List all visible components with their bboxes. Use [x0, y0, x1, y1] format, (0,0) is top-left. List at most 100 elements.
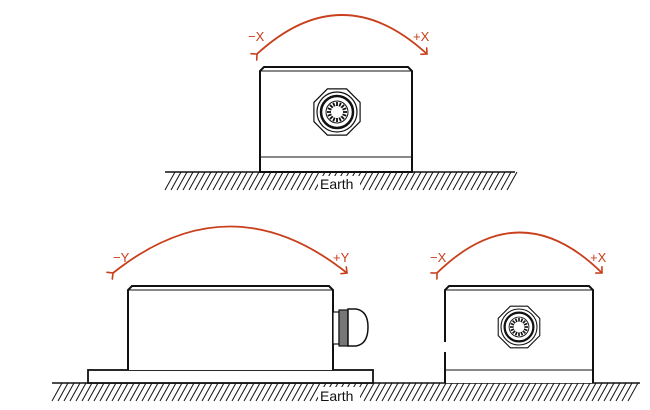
- hatch-line: [260, 171, 272, 191]
- mounting-base: [87, 369, 374, 384]
- rotation-arrow-x-bottom: [437, 231, 602, 274]
- hatch-line: [362, 171, 374, 191]
- hatch-line: [386, 171, 398, 191]
- hatch-line: [69, 382, 81, 402]
- rotation-arrow-x-top: [257, 14, 427, 54]
- hatch-line: [309, 382, 321, 402]
- hatch-line: [543, 382, 555, 402]
- sensor-front-view-bottom: [443, 285, 594, 383]
- hatch-line: [296, 171, 308, 191]
- label-plus-x-top: +X: [413, 29, 430, 44]
- hatch-line: [404, 171, 416, 191]
- hatch-line: [236, 171, 248, 191]
- hatch-line: [363, 382, 375, 402]
- hatch-line: [392, 171, 404, 191]
- hatch-line: [135, 382, 147, 402]
- hatch-line: [422, 171, 434, 191]
- hatch-line: [597, 382, 609, 402]
- hatch-line: [441, 382, 453, 402]
- hatch-line: [591, 382, 603, 402]
- sensor-side-view: [87, 285, 374, 384]
- hatch-line: [170, 171, 182, 191]
- hatch-line: [123, 382, 135, 402]
- hatch-line: [182, 171, 194, 191]
- hatch-line: [458, 171, 470, 191]
- label-plus-y: +Y: [333, 250, 350, 265]
- hatch-line: [410, 171, 422, 191]
- sensor-front-view-top: [259, 66, 413, 173]
- hatch-line: [500, 171, 512, 191]
- hatch-line: [411, 382, 423, 402]
- hatch-line: [303, 382, 315, 402]
- hatch-line: [183, 382, 195, 402]
- hatch-line: [434, 171, 446, 191]
- connector-icon: [313, 88, 361, 136]
- hatch-line: [272, 171, 284, 191]
- hatch-line: [483, 382, 495, 402]
- hatch-line: [477, 382, 489, 402]
- hatch-line: [273, 382, 285, 402]
- connector-icon: [497, 305, 541, 349]
- hatch-line: [111, 382, 123, 402]
- hatch-line: [290, 171, 302, 191]
- hatch-line: [261, 382, 273, 402]
- hatch-line: [255, 382, 267, 402]
- hatch-line: [63, 382, 75, 402]
- hatch-line: [380, 171, 392, 191]
- hatch-line: [171, 382, 183, 402]
- hatch-line: [489, 382, 501, 402]
- hatch-line: [368, 171, 380, 191]
- hatch-line: [266, 171, 278, 191]
- hatch-line: [567, 382, 579, 402]
- hatch-line: [218, 171, 230, 191]
- hatch-line: [224, 171, 236, 191]
- hatch-line: [549, 382, 561, 402]
- hatch-line: [308, 171, 320, 191]
- hatch-line: [284, 171, 296, 191]
- hatch-line: [201, 382, 213, 402]
- earth-label-top: Earth: [320, 176, 353, 192]
- hatch-line: [446, 171, 458, 191]
- hatch-line: [164, 171, 176, 191]
- hatch-line: [267, 382, 279, 402]
- hatch-line: [471, 382, 483, 402]
- hatch-line: [189, 382, 201, 402]
- hatch-line: [459, 382, 471, 402]
- hatch-line: [165, 382, 177, 402]
- hatch-line: [207, 382, 219, 402]
- hatch-line: [147, 382, 159, 402]
- hatch-line: [428, 171, 440, 191]
- hatch-line: [200, 171, 212, 191]
- hatch-line: [375, 382, 387, 402]
- hatch-line: [470, 171, 482, 191]
- hatch-line: [393, 382, 405, 402]
- hatch-line: [501, 382, 513, 402]
- hatch-line: [513, 382, 525, 402]
- hatch-line: [230, 171, 242, 191]
- label-minus-y: −Y: [113, 250, 130, 265]
- hatch-line: [429, 382, 441, 402]
- hatch-line: [206, 171, 218, 191]
- hatch-line: [75, 382, 87, 402]
- hatch-line: [188, 171, 200, 191]
- rotation-arrow-y: [113, 225, 347, 274]
- hatch-line: [476, 171, 488, 191]
- hatch-line: [447, 382, 459, 402]
- hatch-line: [195, 382, 207, 402]
- label-minus-x-top: −X: [248, 29, 265, 44]
- hatch-line: [495, 382, 507, 402]
- hatch-line: [213, 382, 225, 402]
- hatch-line: [507, 382, 519, 402]
- hatch-line: [129, 382, 141, 402]
- hatch-line: [237, 382, 249, 402]
- hatch-line: [453, 382, 465, 402]
- hatch-line: [99, 382, 111, 402]
- hatch-line: [609, 382, 621, 402]
- hatch-line: [573, 382, 585, 402]
- hatch-line: [615, 382, 627, 402]
- hatch-line: [242, 171, 254, 191]
- label-minus-x-bottom: −X: [430, 250, 447, 265]
- hatch-line: [555, 382, 567, 402]
- hatch-line: [416, 171, 428, 191]
